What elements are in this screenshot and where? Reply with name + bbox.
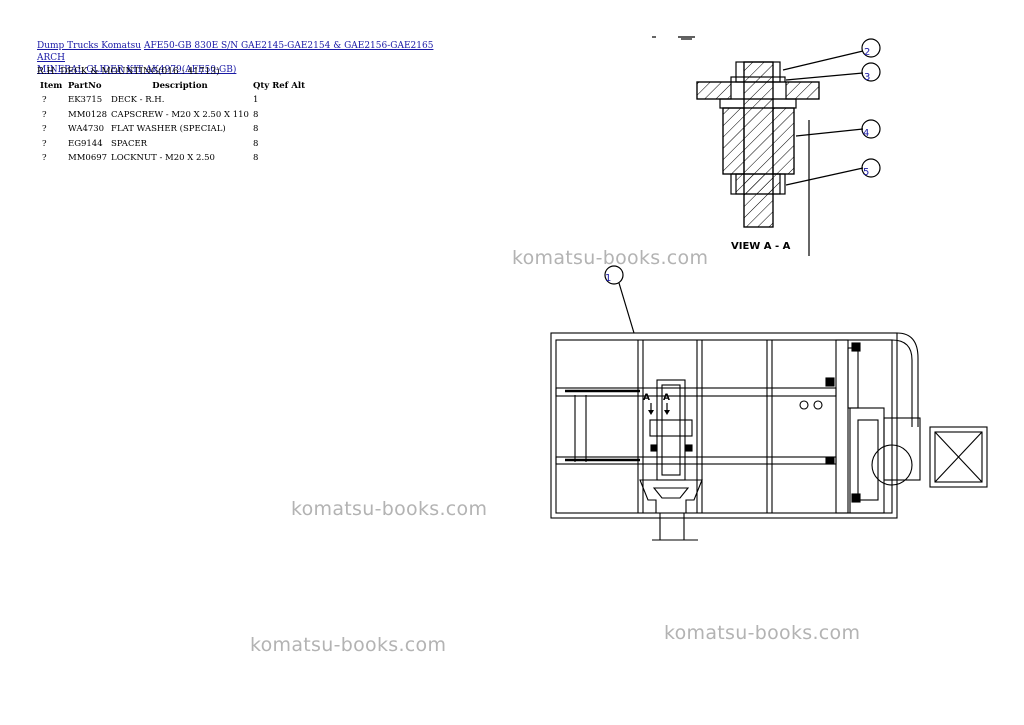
table-row: ? WA4730 FLAT WASHER (SPECIAL) 8	[38, 122, 307, 137]
row-partno: EK3715	[68, 95, 103, 106]
breadcrumb-link-kit[interactable]: MINERAL GLIDER KIT AK4979(AFE50-GB)	[37, 65, 237, 75]
breadcrumb: Dump Trucks Komatsu AFE50-GB 830E S/N GA…	[37, 40, 457, 76]
view-label: VIEW A - A	[731, 241, 791, 252]
view-a-a-detail	[652, 36, 864, 256]
watermark: komatsu-books.com	[512, 247, 709, 269]
svg-text:A: A	[643, 393, 650, 403]
row-qty: 8	[252, 138, 259, 149]
row-partno: EG9144	[68, 138, 103, 149]
row-item: ?	[42, 138, 47, 149]
row-item: ?	[42, 95, 47, 106]
row-item: ?	[42, 109, 47, 120]
svg-text:A: A	[663, 393, 670, 403]
table-header-row: Item PartNo Description Qty Ref Alt	[38, 79, 307, 93]
svg-text:2: 2	[864, 47, 870, 58]
watermark: komatsu-books.com	[664, 622, 861, 644]
row-partno: MM0128	[68, 109, 108, 120]
col-alt: Alt	[291, 81, 306, 91]
row-qty: 1	[252, 95, 259, 106]
row-qty: 8	[252, 109, 259, 120]
svg-text:1: 1	[605, 273, 611, 284]
col-qty: Qty	[252, 81, 270, 91]
breadcrumb-link-category[interactable]: Dump Trucks Komatsu	[37, 41, 142, 51]
col-qty-ref-alt: Qty Ref Alt	[251, 79, 307, 93]
section-arrow-a-right: A	[663, 393, 670, 415]
row-description: CAPSCREW - M20 X 2.50 X 110	[111, 109, 249, 120]
row-description: SPACER	[111, 138, 148, 149]
callout-3: 3	[861, 62, 881, 83]
callout-5: 5	[861, 158, 881, 178]
row-qty: 8	[252, 124, 259, 135]
row-description: DECK - R.H.	[111, 95, 165, 106]
row-partno: MM0697	[68, 153, 108, 164]
col-item: Item	[40, 81, 63, 91]
watermark: komatsu-books.com	[250, 634, 447, 656]
row-item: ?	[42, 153, 47, 164]
table-row: ? EG9144 SPACER 8	[38, 137, 307, 152]
col-partno: PartNo	[68, 81, 102, 91]
col-ref: Ref	[272, 81, 289, 91]
section-arrow-a-left: A	[643, 393, 654, 415]
svg-text:5: 5	[863, 167, 869, 178]
parts-table: Item PartNo Description Qty Ref Alt ? EK…	[38, 79, 307, 166]
callout-2: 2	[861, 38, 881, 58]
svg-text:4: 4	[863, 128, 869, 139]
table-row: ? EK3715 DECK - R.H. 1	[38, 93, 307, 108]
col-description: Description	[152, 81, 208, 91]
deck-assembly	[550, 332, 988, 541]
row-partno: WA4730	[68, 124, 105, 135]
watermark: komatsu-books.com	[291, 498, 488, 520]
page-title: R.H. DECK & MOUNTING(016 : 41713)	[37, 67, 220, 77]
table-row: ? MM0128 CAPSCREW - M20 X 2.50 X 110 8	[38, 108, 307, 123]
row-item: ?	[42, 124, 47, 135]
breadcrumb-link-model[interactable]: AFE50-GB 830E S/N GAE2145-GAE2154 & GAE2…	[37, 41, 434, 63]
callout-1: 1	[604, 265, 635, 334]
row-description: FLAT WASHER (SPECIAL)	[111, 124, 226, 135]
svg-text:3: 3	[864, 72, 870, 83]
row-qty: 8	[252, 153, 259, 164]
callout-4: 4	[861, 119, 881, 139]
table-row: ? MM0697 LOCKNUT - M20 X 2.50 8	[38, 151, 307, 166]
row-description: LOCKNUT - M20 X 2.50	[111, 153, 215, 164]
